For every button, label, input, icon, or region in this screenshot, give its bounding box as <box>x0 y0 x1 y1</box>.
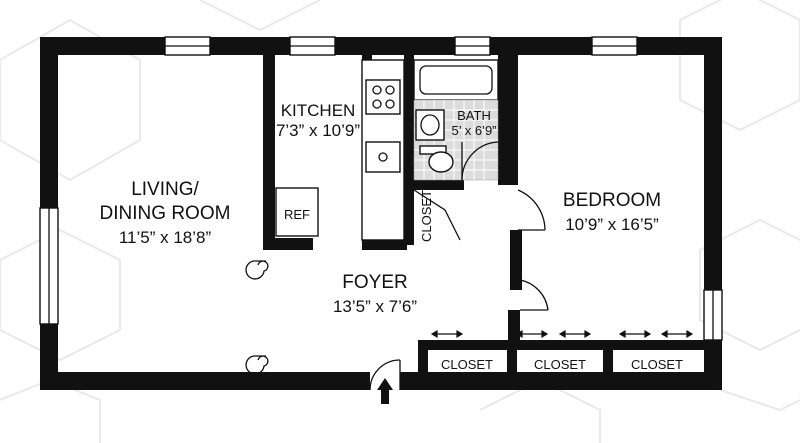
closet-door-arrows <box>430 329 694 339</box>
closet-vertical-label: CLOSET <box>419 190 434 242</box>
bedroom-name: BEDROOM <box>563 190 661 211</box>
refrigerator <box>275 187 319 237</box>
refrigerator-label: REF <box>284 207 310 222</box>
bath-fixtures <box>413 59 499 181</box>
foyer-dimensions: 13’5” x 7’6” <box>333 297 417 316</box>
living-room-dimensions: 11’5” x 18’8” <box>119 228 212 247</box>
closet-label-3: CLOSET <box>631 357 683 372</box>
living-room-name-line2: DINING ROOM <box>100 203 231 224</box>
living-room-name-line1: LIVING/ <box>131 179 199 200</box>
kitchen-name: KITCHEN <box>281 101 356 120</box>
kitchen-dimensions: 7’3” x 10’9” <box>276 121 360 140</box>
bath-name: BATH <box>457 108 491 123</box>
foyer-name: FOYER <box>342 272 407 293</box>
windows <box>39 36 723 341</box>
entry-arrow-icon <box>377 378 393 404</box>
closet-label-2: CLOSET <box>534 357 586 372</box>
bath-dimensions: 5’ x 6’9” <box>451 123 496 138</box>
bedroom-dimensions: 10’9” x 16’5” <box>565 215 659 234</box>
stove-icon <box>365 79 401 115</box>
doors <box>245 189 549 391</box>
sink-icon <box>365 141 401 173</box>
closet-label-1: CLOSET <box>441 357 493 372</box>
toilet-icon <box>428 151 454 173</box>
kitchen-fixtures <box>275 59 405 241</box>
